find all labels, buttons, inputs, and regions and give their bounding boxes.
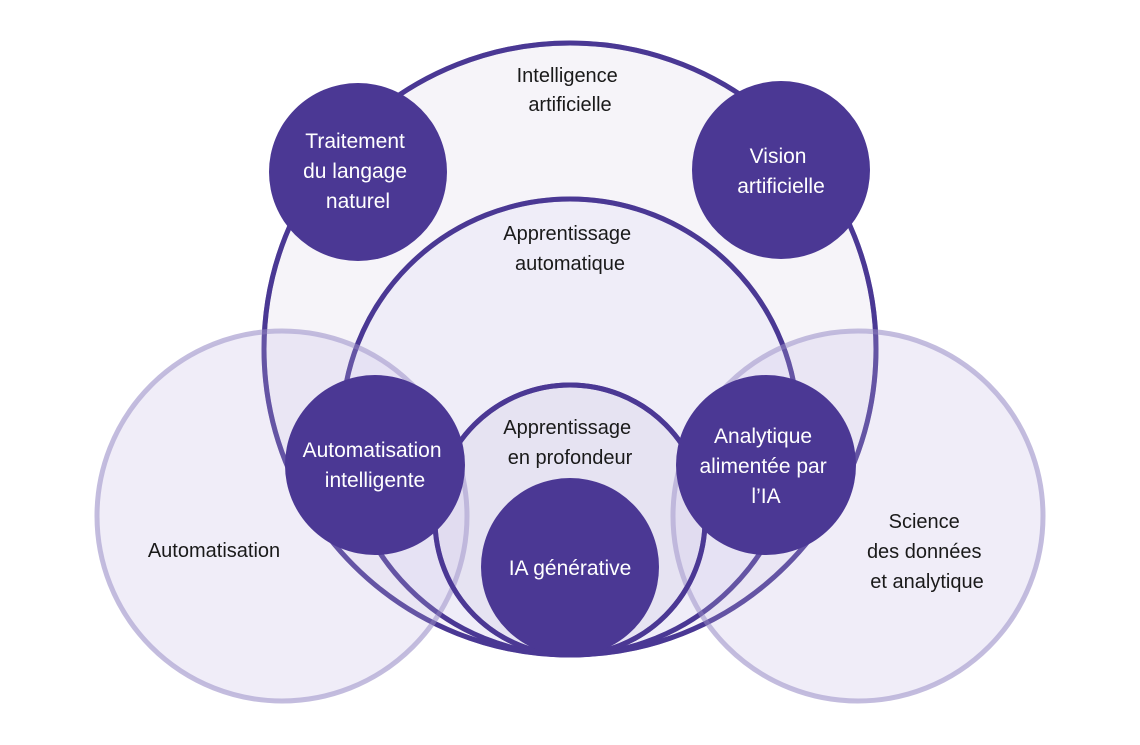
- bubble-traitement-langage-naturel: [269, 83, 447, 261]
- label-ia-generative: IA générative: [509, 557, 632, 580]
- bubble-vision-artificielle: [692, 81, 870, 259]
- label-apprentissage-profondeur: Apprentissage en profondeur: [503, 417, 636, 469]
- bubble-analytique-ia: [676, 375, 856, 555]
- label-automatisation-intelligente: Automatisation intelligente: [303, 439, 448, 492]
- label-apprentissage-automatique: Apprentissage automatique: [503, 223, 636, 275]
- label-analytique-ia: Analytique alimentée par l’IA: [699, 425, 832, 508]
- bubble-automatisation-intelligente: [285, 375, 465, 555]
- bubble-ia-generative: [481, 478, 659, 656]
- label-traitement-langage-naturel: Traitement du langage naturel: [303, 130, 413, 213]
- label-automatisation: Automatisation: [148, 540, 280, 562]
- label-science-donnees: Science des données et analytique: [867, 511, 987, 593]
- label-vision-artificielle: Vision artificielle: [737, 145, 825, 198]
- label-intelligence-artificielle: Intelligence artificielle: [517, 65, 624, 116]
